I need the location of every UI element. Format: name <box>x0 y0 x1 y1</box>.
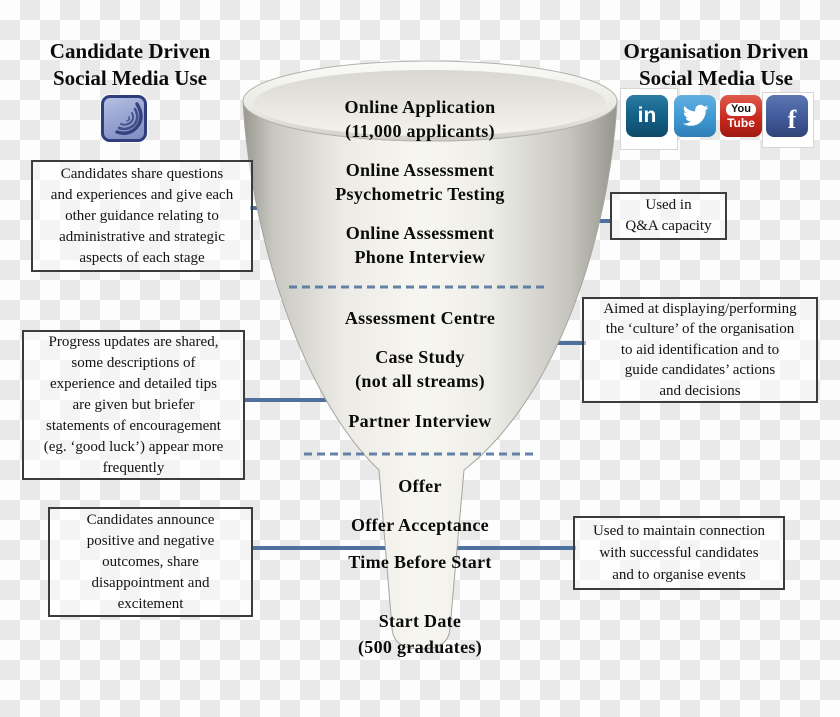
right-note-box-1: Used in Q&A capacity <box>610 192 727 240</box>
youtube-tube-label: Tube <box>727 115 755 130</box>
stage-time-before-start: Time Before Start <box>348 552 492 572</box>
candidate-driven-heading: Candidate Driven Social Media Use <box>49 39 211 90</box>
youtube-you-label: You <box>726 102 756 116</box>
stage-offer: Offer <box>398 476 442 496</box>
left-note-box-2: Progress updates are shared, some descri… <box>22 330 245 480</box>
facebook-f-label: f <box>787 105 797 134</box>
stage-phone-interview: Online Assessment Phone Interview <box>345 223 495 267</box>
left-note-box-3: Candidates announce positive and negativ… <box>48 507 253 617</box>
wave-swirl-icon <box>101 95 147 142</box>
stage-case-study: Case Study (not all streams) <box>355 347 485 391</box>
funnel-shape <box>242 60 618 650</box>
twitter-icon <box>674 95 716 137</box>
right-note-box-2: Aimed at displaying/performing the ‘cult… <box>582 297 818 403</box>
stage-start-date: Start Date (500 graduates) <box>358 611 482 657</box>
linkedin-icon: in <box>626 95 668 137</box>
wave-swirl-glyph <box>115 102 143 135</box>
stage-offer-acceptance: Offer Acceptance <box>351 515 489 535</box>
twitter-bird-glyph <box>682 104 709 126</box>
facebook-icon: f <box>766 95 808 137</box>
stage-psychometric-testing: Online Assessment Psychometric Testing <box>335 160 505 204</box>
left-note-box-1: Candidates share questions and experienc… <box>31 160 253 272</box>
stage-online-application: Online Application (11,000 applicants) <box>344 97 496 141</box>
right-note-box-3: Used to maintain connection with success… <box>573 516 785 590</box>
organisation-driven-heading: Organisation Driven Social Media Use <box>623 39 809 90</box>
dashed-separators <box>289 285 549 456</box>
youtube-icon: You Tube <box>720 95 762 137</box>
social-icons-row: in You Tube f <box>612 86 822 150</box>
stage-assessment-centre: Assessment Centre <box>344 308 496 328</box>
stage-partner-interview: Partner Interview <box>348 411 492 431</box>
